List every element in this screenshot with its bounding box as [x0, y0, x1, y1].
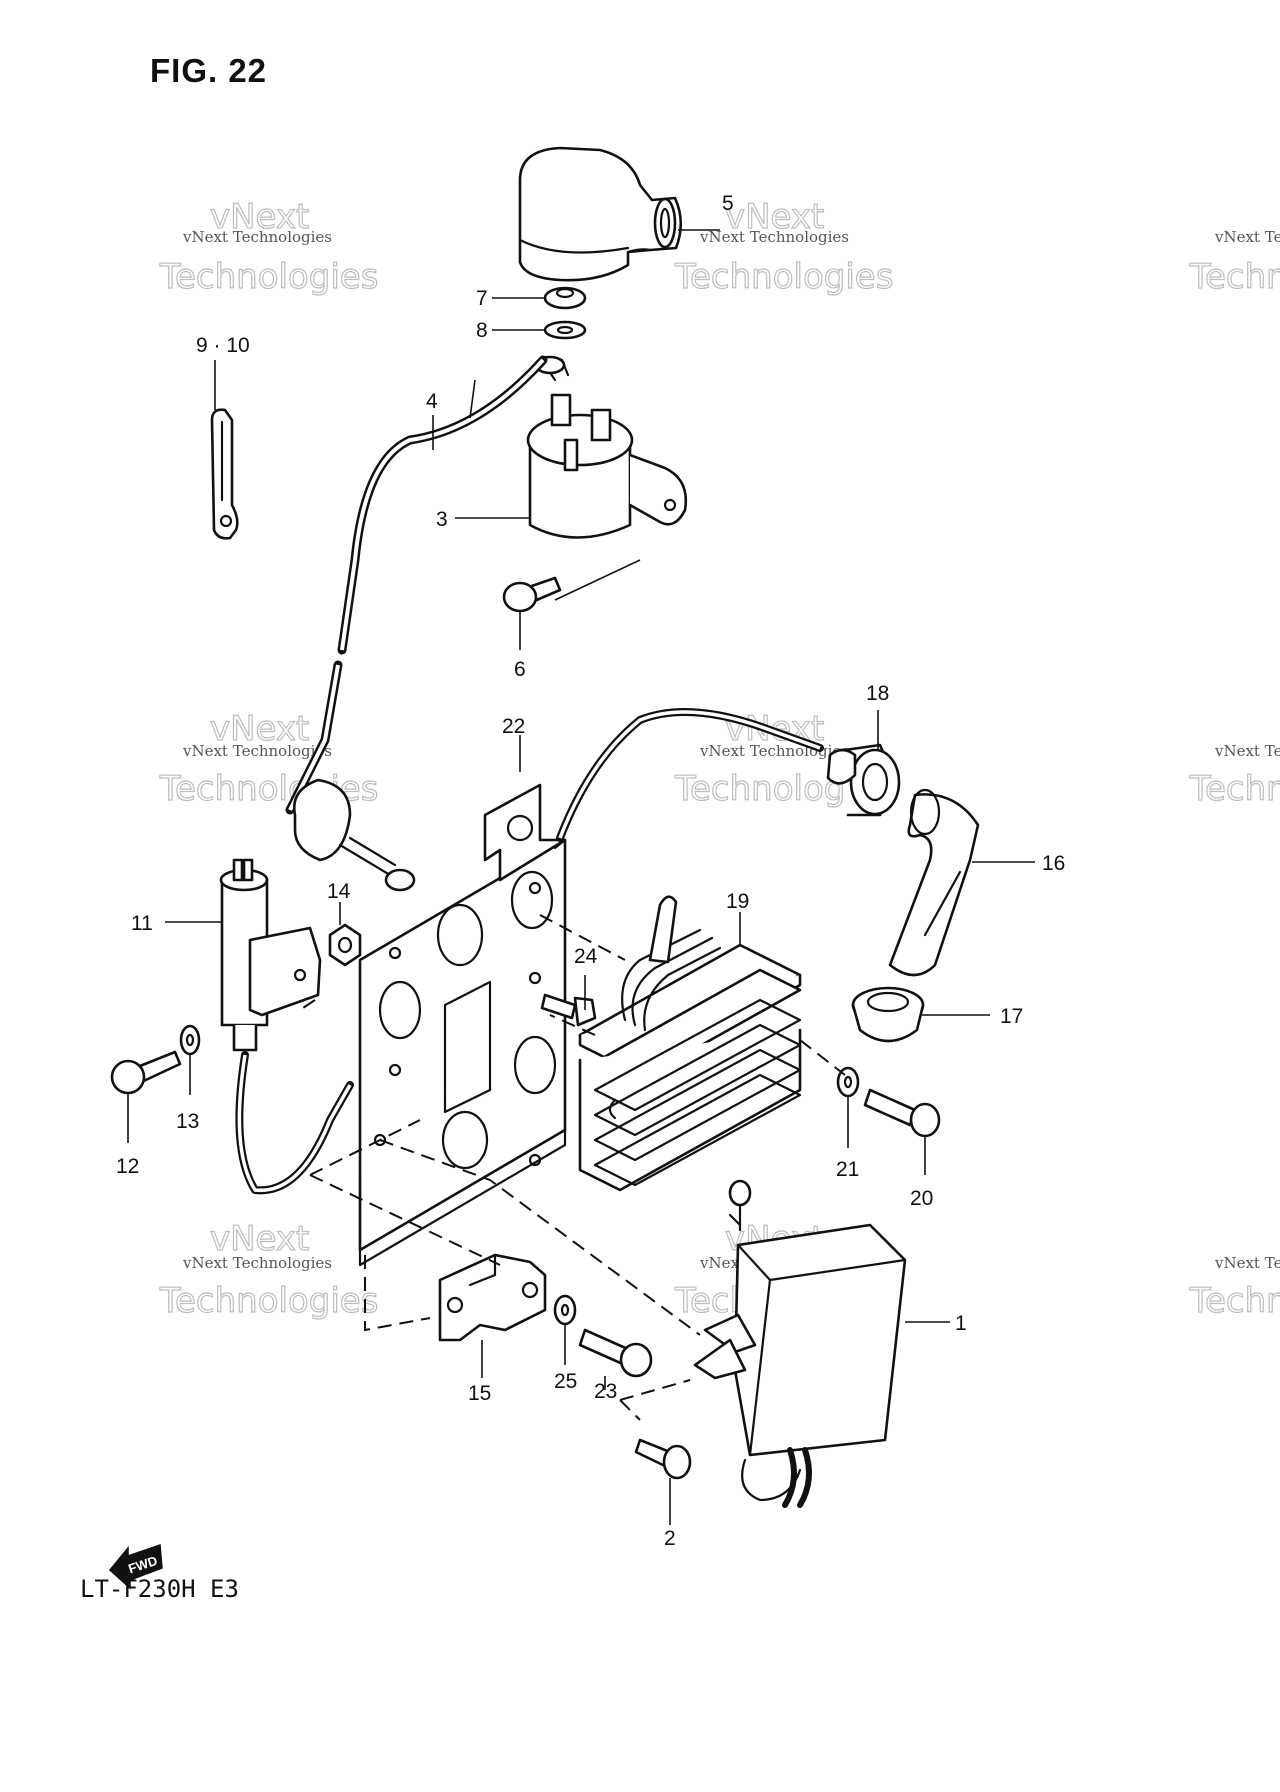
- watermark-9: Technologies vNext Technologies: [1188, 1254, 1280, 1322]
- svg-text:vNext Technologies: vNext Technologies: [182, 228, 332, 246]
- callout-18: 18: [866, 682, 889, 705]
- part-16-hose: [888, 788, 980, 977]
- callout-6: 6: [514, 658, 526, 681]
- part-8-washer: [543, 320, 587, 340]
- svg-text:Technologies: Technologies: [1189, 257, 1280, 297]
- svg-text:Technologies: Technologies: [159, 1281, 378, 1321]
- callout-15: 15: [468, 1382, 491, 1405]
- callout-5: 5: [722, 192, 734, 215]
- figure-title: FIG. 22: [150, 52, 268, 89]
- part-12-bolt: [110, 1050, 182, 1095]
- leader-lines: [127, 229, 1035, 1525]
- part-9-10-clamp: [210, 408, 239, 540]
- part-18-cap: [826, 743, 901, 817]
- watermark-2: Technologies vNext vNext Technologies: [673, 196, 894, 297]
- part-22-mounting-plate: [358, 783, 567, 1267]
- assembly-lines: [299, 379, 846, 1421]
- callout-1: 1: [955, 1312, 967, 1335]
- svg-text:vNext Technologies: vNext Technologies: [1214, 742, 1280, 760]
- part-20-screw: [863, 1088, 941, 1138]
- part-7-nut: [543, 286, 587, 310]
- part-2-screw: [634, 1438, 692, 1480]
- part-17-grommet: [851, 986, 925, 1043]
- callout-14: 14: [327, 880, 351, 903]
- svg-text:vNext: vNext: [210, 709, 309, 749]
- part-1-cdi-unit: [693, 1179, 907, 1508]
- fwd-arrow: FWD: [108, 1543, 163, 1590]
- svg-text:vNext Technologies: vNext Technologies: [182, 1254, 332, 1272]
- svg-text:vNext: vNext: [725, 197, 824, 237]
- callout-21: 21: [836, 1158, 859, 1181]
- model-code: LT-F230H E3: [80, 1575, 239, 1603]
- callout-20: 20: [910, 1187, 933, 1210]
- svg-text:Technologies: Technologies: [159, 257, 378, 297]
- callout-22: 22: [502, 715, 525, 738]
- watermark-1: Technologies vNext vNext Technologies: [158, 196, 379, 297]
- svg-text:vNext Technologies: vNext Technologies: [1214, 228, 1280, 246]
- part-14-nut: [328, 923, 362, 967]
- callout-16: 16: [1042, 852, 1065, 875]
- part-19-regulator: [578, 895, 802, 1192]
- callout-8: 8: [476, 319, 488, 342]
- callout-24: 24: [574, 945, 598, 968]
- part-23-bolt: [578, 1328, 653, 1378]
- svg-text:Technologies: Technologies: [1189, 1281, 1280, 1321]
- wire-harness: [556, 708, 824, 842]
- part-4-cable: [285, 355, 548, 892]
- callout-23: 23: [594, 1380, 617, 1403]
- svg-text:vNext Technologies: vNext Technologies: [699, 742, 849, 760]
- part-21-washer: [836, 1066, 860, 1098]
- svg-text:Technologies: Technologies: [1189, 769, 1280, 809]
- callout-2: 2: [664, 1527, 676, 1550]
- callout-4: 4: [426, 390, 438, 413]
- watermark-7: Technologies vNext vNext Technologies: [158, 1218, 379, 1321]
- callout-7: 7: [476, 287, 488, 310]
- part-13-washer: [179, 1024, 201, 1056]
- callout-12: 12: [116, 1155, 139, 1178]
- callout-3: 3: [436, 508, 448, 531]
- svg-text:vNext Technologies: vNext Technologies: [182, 742, 332, 760]
- part-5-terminal-cap: [518, 146, 683, 282]
- callout-25: 25: [554, 1370, 577, 1393]
- callout-17: 17: [1000, 1005, 1023, 1028]
- svg-text:vNext Technologies: vNext Technologies: [1214, 1254, 1280, 1272]
- svg-text:vNext: vNext: [210, 197, 309, 237]
- svg-text:vNext: vNext: [210, 1219, 309, 1259]
- part-15-bracket: [438, 1253, 547, 1342]
- callout-19: 19: [726, 890, 749, 913]
- part-3-starter-relay: [526, 355, 688, 539]
- part-24-bolt: [540, 993, 597, 1027]
- watermark-3: Technologies vNext Technologies: [1188, 228, 1280, 298]
- callout-13: 13: [176, 1110, 199, 1133]
- svg-text:Technologies: Technologies: [674, 257, 893, 297]
- callout-11: 11: [131, 912, 153, 935]
- callouts: 1 2 3 4 5 6 7 8 9 · 10 11 12 13 14 15 16…: [116, 192, 1065, 1550]
- svg-text:vNext Technologies: vNext Technologies: [699, 228, 849, 246]
- callout-9-10: 9 · 10: [196, 334, 250, 357]
- part-6-bolt: [502, 576, 562, 613]
- part-11-coil: [219, 858, 354, 1195]
- part-25-washer: [553, 1294, 577, 1326]
- watermark-6: Technologies vNext Technologies: [1188, 742, 1280, 810]
